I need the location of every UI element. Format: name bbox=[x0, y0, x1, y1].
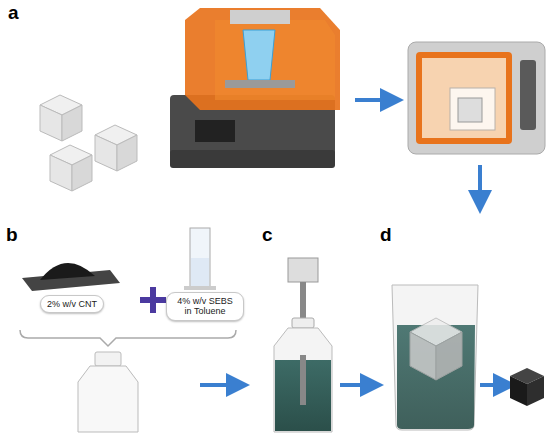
3d-printer bbox=[170, 8, 340, 168]
cnt-powder bbox=[22, 263, 120, 291]
label-box: 2% w/v CNT bbox=[40, 295, 104, 313]
coated-cube bbox=[510, 368, 544, 406]
flow-arrow bbox=[200, 383, 238, 387]
panel-letter: a bbox=[8, 2, 19, 24]
flow-arrow bbox=[478, 165, 482, 202]
flow-arrow bbox=[355, 98, 392, 102]
plus-sign bbox=[140, 287, 166, 313]
dip-beaker bbox=[392, 285, 478, 430]
reagent-label: 2% w/v CNT bbox=[47, 299, 97, 309]
flow-arrow bbox=[340, 383, 372, 387]
flow-arrow bbox=[480, 383, 505, 387]
sonicator bbox=[274, 258, 332, 432]
reagent-label: 4% w/v SEBS in Toluene bbox=[173, 296, 237, 317]
label-box: 4% w/v SEBS in Toluene bbox=[166, 292, 244, 321]
graduated-cylinder bbox=[184, 228, 216, 290]
curing-oven bbox=[408, 42, 545, 154]
panel-letter: d bbox=[380, 224, 392, 246]
panel-letter: b bbox=[6, 224, 18, 246]
empty-bottle bbox=[78, 352, 138, 432]
resin-cubes bbox=[40, 95, 137, 191]
panel-letter: c bbox=[262, 224, 273, 246]
bracket bbox=[20, 330, 236, 346]
